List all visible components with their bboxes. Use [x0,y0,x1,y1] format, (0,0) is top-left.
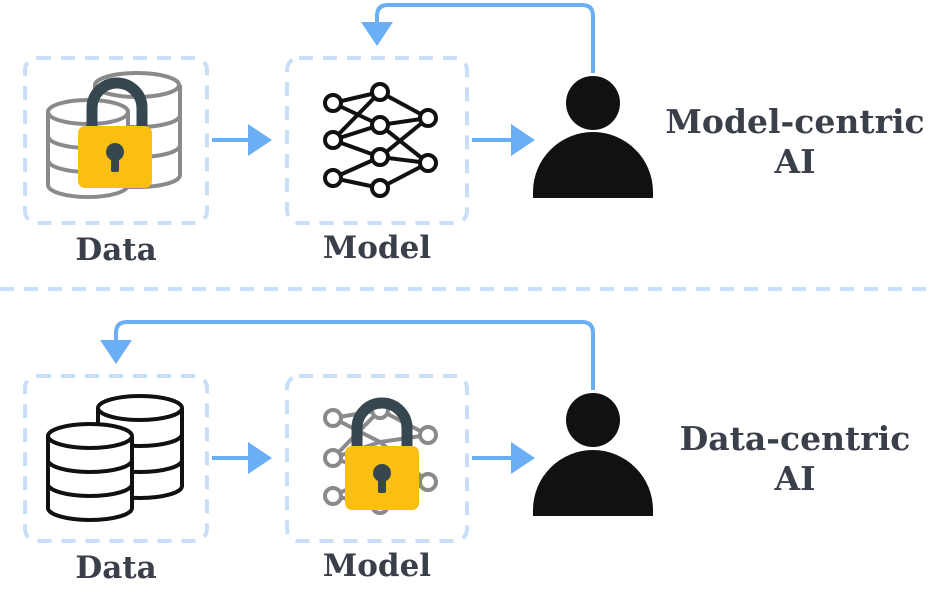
top-data-label: Data [75,232,156,268]
bottom-model-box [285,374,469,543]
bottom-data-box [23,374,209,543]
neural-network-icon [323,82,438,198]
top-side-label-line1: Model-centric [665,102,924,141]
database-icon [46,394,184,522]
top-feedback-arrow [361,3,595,73]
top-data-box [23,56,209,225]
top-side-label-line2: AI [773,142,815,181]
padlock-icon [345,397,419,510]
bottom-side-label-line1: Data-centric [680,419,911,458]
bottom-model-label: Model [323,548,431,584]
person-icon [533,76,653,198]
bottom-panel: Data [23,320,911,586]
top-panel: Data [23,3,925,268]
top-model-label: Model [323,230,431,266]
bottom-feedback-arrow [100,320,595,390]
person-icon [533,393,653,516]
bottom-side-label-line2: AI [773,459,815,498]
top-model-box [285,56,469,225]
bottom-data-label: Data [75,550,156,586]
padlock-icon [78,77,152,188]
